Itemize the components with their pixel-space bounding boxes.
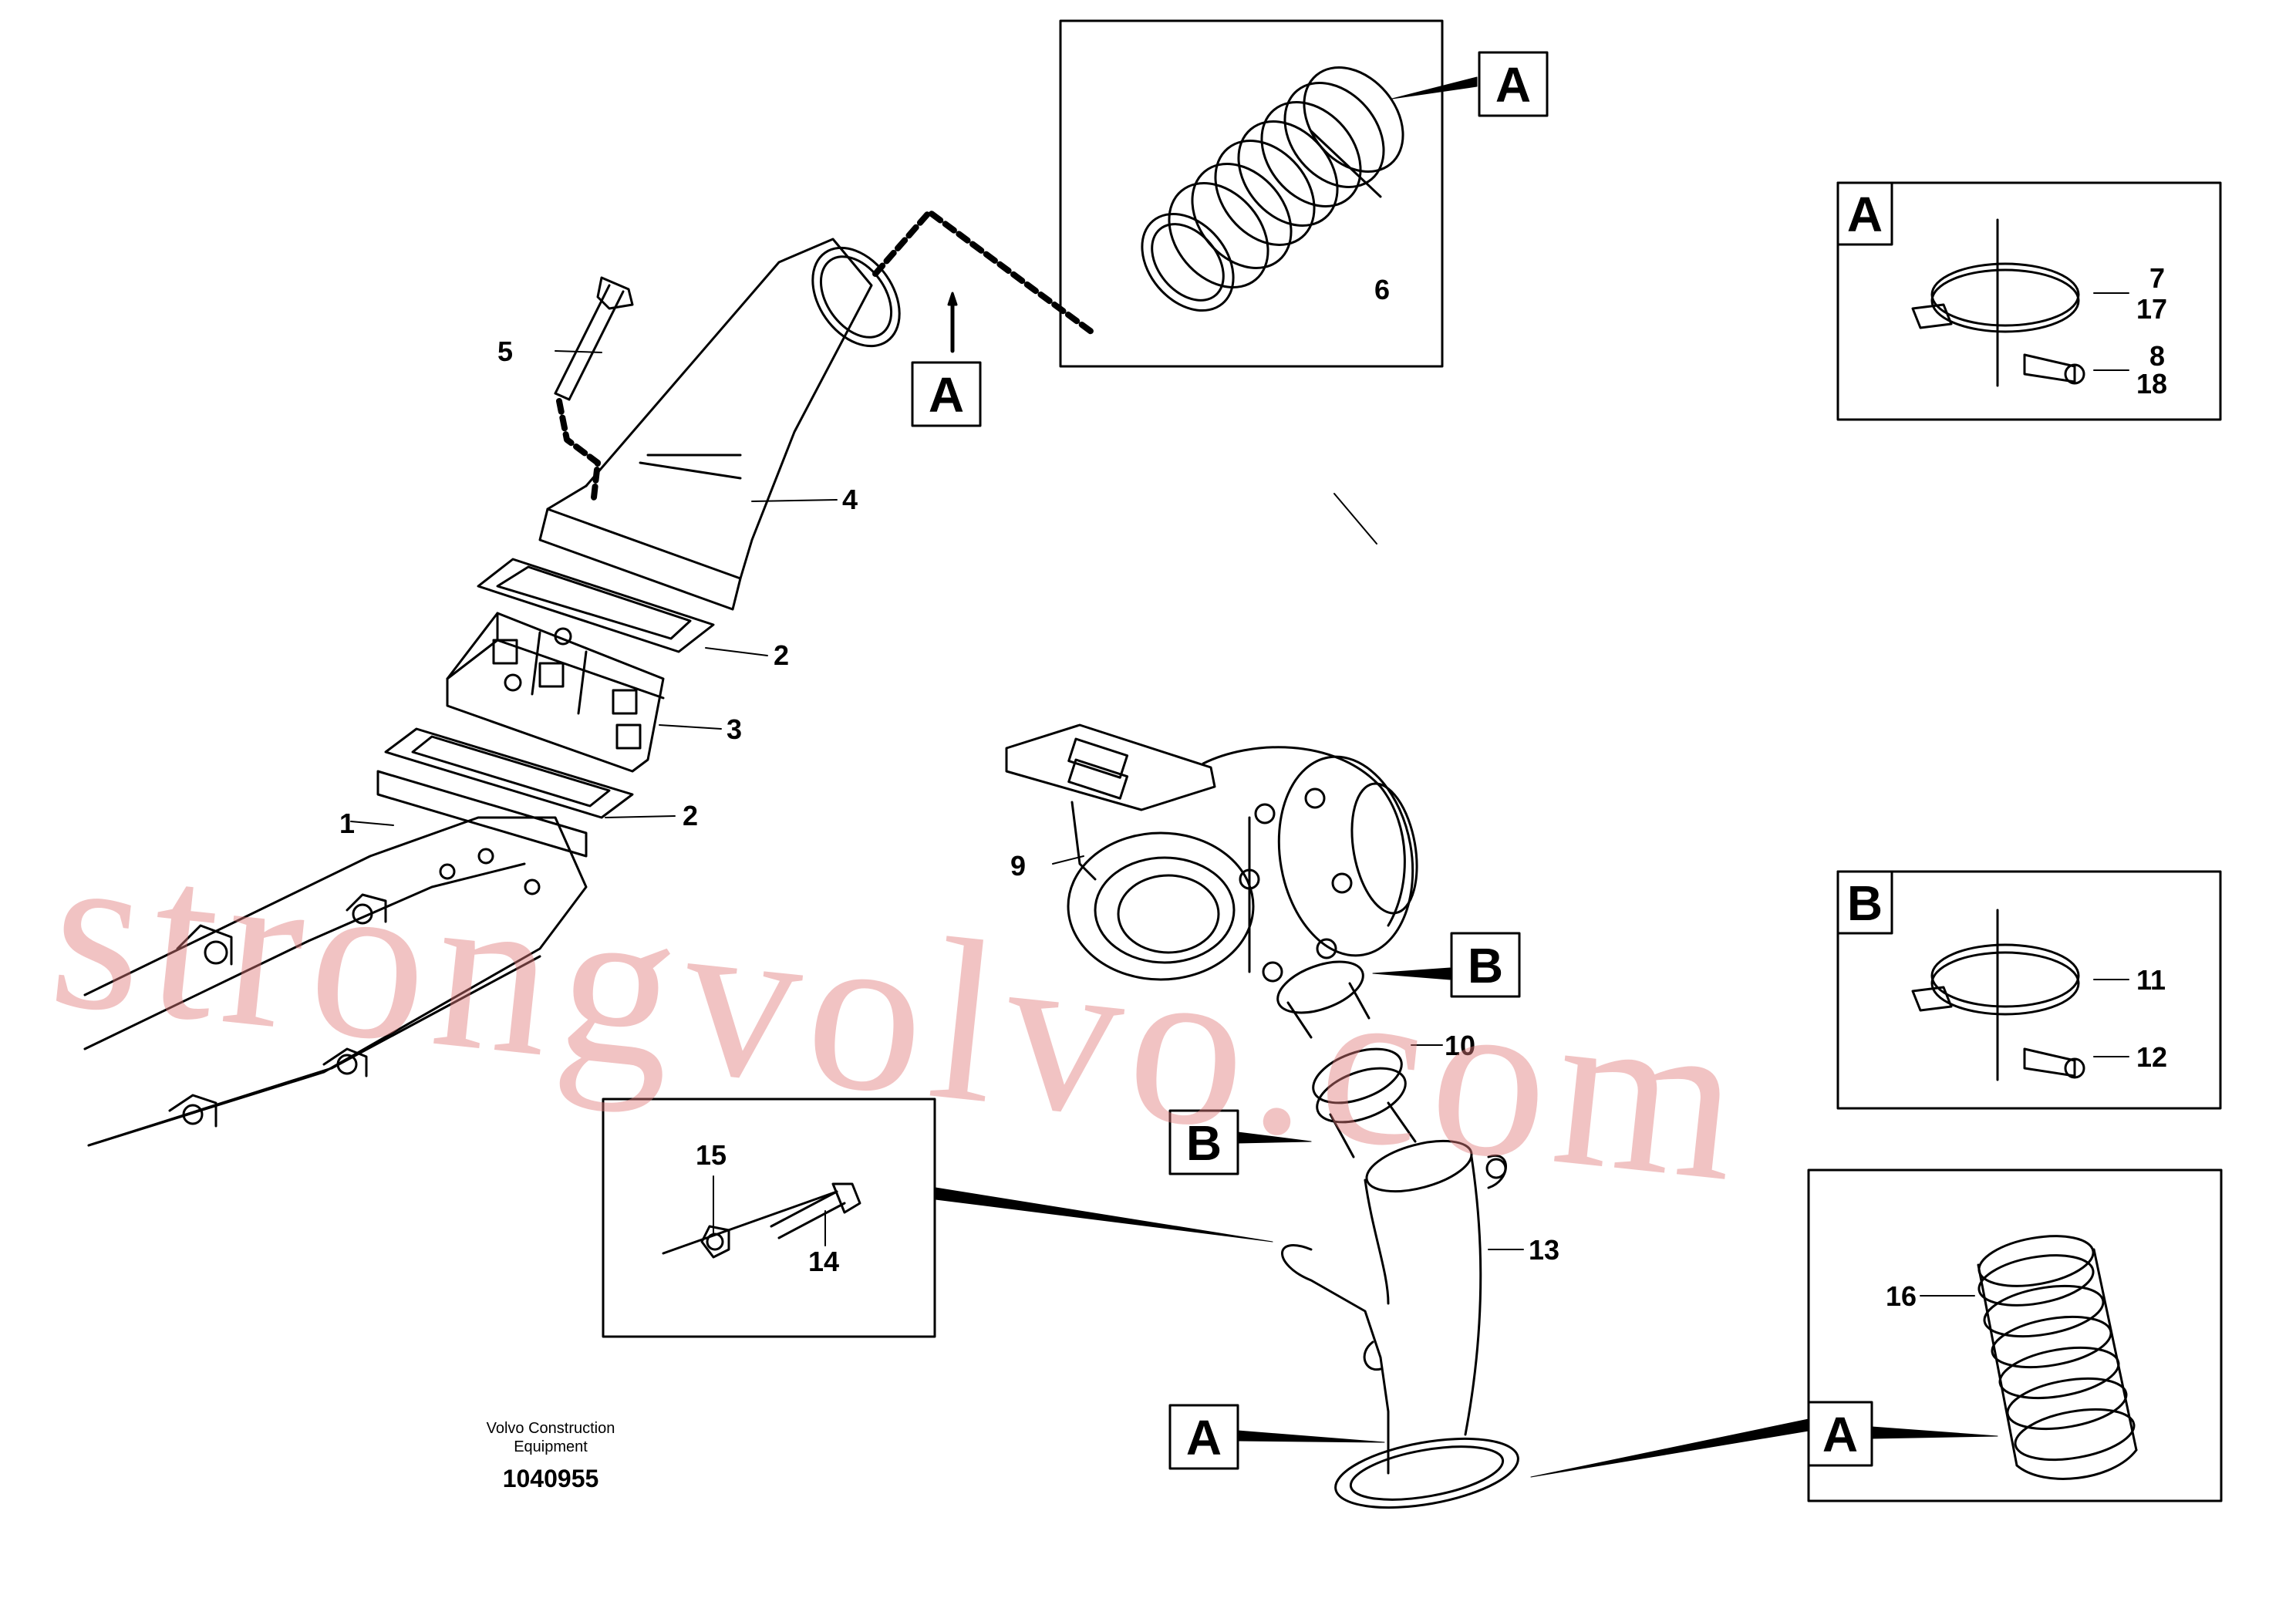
part-label-11: 11 <box>2136 964 2166 996</box>
part-label-3: 3 <box>727 713 742 745</box>
exhaust-manifold <box>83 770 588 1147</box>
part-label-10: 10 <box>1445 1030 1475 1061</box>
gasket-lower <box>384 727 634 819</box>
reference-letters: A A B B A A B A <box>929 57 1883 1465</box>
part-label-16: 16 <box>1886 1280 1917 1312</box>
ref-letter-a: A <box>1847 187 1883 242</box>
part-label-2: 2 <box>683 800 698 831</box>
part-label-8: 8 <box>2149 340 2165 372</box>
part-label-6: 6 <box>1374 274 1390 305</box>
part-number-labels: 1 2 2 3 4 5 6 7 17 8 18 9 10 11 12 13 14… <box>339 262 2167 1312</box>
coupling-sleeve <box>1276 960 1417 1158</box>
ref-letter-b: B <box>1186 1115 1222 1171</box>
part-label-13: 13 <box>1529 1234 1559 1266</box>
detail-box-clamp-b <box>1836 870 2222 1110</box>
part-label-14: 14 <box>808 1246 839 1277</box>
part-label-1: 1 <box>339 808 355 839</box>
ref-letter-a: A <box>1186 1410 1222 1465</box>
intake-pipe <box>1281 1139 1519 1509</box>
detail-box-clamp-a <box>1836 181 2222 421</box>
bolt-5 <box>554 276 634 401</box>
document-number: 1040955 <box>503 1465 599 1492</box>
footer-company-line2: Equipment <box>514 1438 588 1455</box>
footer-block: Volvo Construction Equipment 1040955 <box>487 1420 615 1492</box>
ref-letter-a: A <box>1822 1407 1858 1462</box>
part-label-9: 9 <box>1010 850 1026 882</box>
part-label-2: 2 <box>774 639 789 671</box>
part-label-15: 15 <box>696 1139 727 1171</box>
ref-letter-b: B <box>1468 938 1503 993</box>
part-label-17: 17 <box>2136 293 2167 325</box>
turbocharger <box>1005 723 1418 983</box>
footer-company: Volvo Construction <box>487 1420 615 1437</box>
part-label-4: 4 <box>842 484 858 515</box>
elbow-pipe <box>538 238 901 611</box>
part-label-7: 7 <box>2149 262 2165 294</box>
reference-boxes <box>911 51 1549 1470</box>
dashed-leader-lines <box>556 209 1094 501</box>
part-label-5: 5 <box>497 336 513 367</box>
detail-box-hose <box>1059 19 1444 368</box>
gasket-upper <box>477 558 715 653</box>
detail-box-hose-16 <box>1807 1168 2223 1502</box>
ref-letter-b: B <box>1847 875 1883 931</box>
detail-box-fasteners <box>602 1098 936 1338</box>
part-label-18: 18 <box>2136 368 2167 400</box>
pointer-wedges <box>935 76 1998 1478</box>
bellows-hose <box>1141 66 1404 312</box>
leader-lines <box>350 292 2129 1297</box>
connector-block <box>446 612 665 773</box>
ref-letter-a: A <box>929 367 964 423</box>
ref-letter-a: A <box>1495 57 1531 113</box>
watermark-text: strongvolvo.com <box>41 798 1759 1230</box>
part-label-12: 12 <box>2136 1041 2167 1073</box>
